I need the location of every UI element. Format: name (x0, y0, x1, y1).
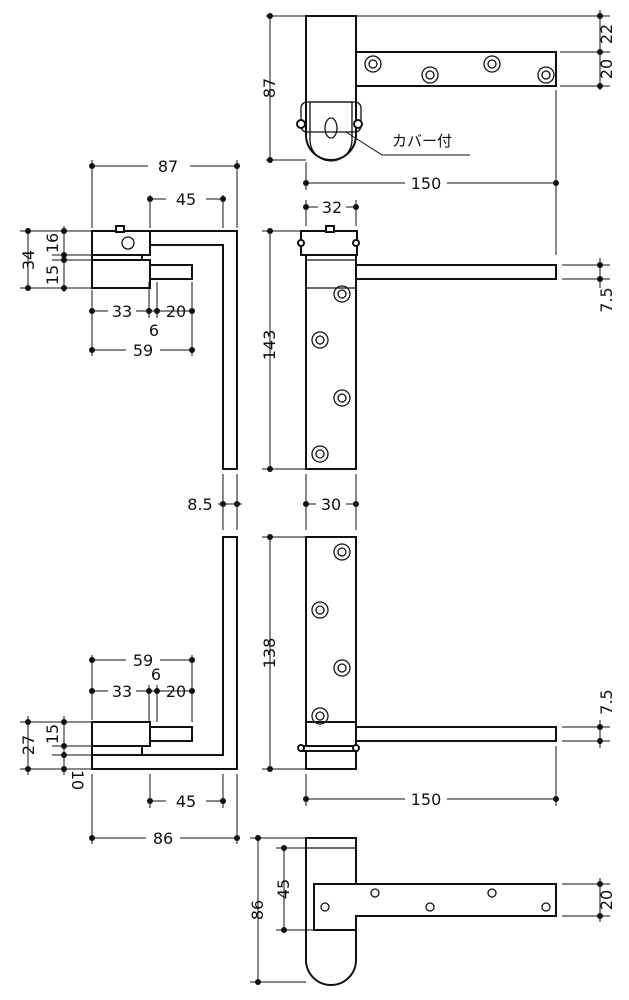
lower-h-138: 138 (260, 638, 279, 669)
upper-pivot-block (91, 230, 151, 256)
upper-pivot-cap (300, 230, 358, 256)
top-arm-screws (364, 55, 555, 84)
top-arm-plate (355, 51, 557, 87)
lower-width-150: 150 (411, 790, 442, 809)
bottom-arm-screws (320, 888, 551, 912)
gap-8-5: 8.5 (187, 495, 212, 514)
upper-pivot-column (305, 230, 357, 470)
upper-width-45: 45 (176, 190, 196, 209)
bottom-h-45: 45 (274, 879, 293, 899)
top-right-20: 20 (597, 59, 616, 79)
upper-h-34: 34 (19, 250, 38, 270)
lower-w-6: 6 (151, 665, 161, 684)
upper-h-15: 15 (43, 265, 62, 285)
lower-h-10: 10 (68, 770, 87, 790)
top-right-22: 22 (597, 24, 616, 44)
top-width-150: 150 (411, 174, 442, 193)
upper-column-screws (311, 285, 351, 463)
lower-w-59: 59 (133, 651, 153, 670)
upper-w-59: 59 (133, 341, 153, 360)
lower-pivot-base (91, 745, 143, 756)
upper-pivot-nub (115, 225, 125, 233)
lower-side-view: 138 59 6 33 20 27 15 10 (19, 534, 616, 848)
upper-w-33: 33 (112, 302, 132, 321)
gap-dimensions: 8.5 30 (187, 474, 359, 530)
upper-right-7-5: 7.5 (597, 287, 616, 312)
top-pivot-screw-left (296, 119, 306, 129)
lower-right-7-5: 7.5 (597, 689, 616, 714)
lower-column-screws (311, 543, 351, 725)
upper-pivot-arm (149, 264, 193, 280)
lower-w-33: 33 (112, 682, 132, 701)
upper-pivot-lower-block (91, 259, 151, 289)
upper-pivot-pin (91, 254, 143, 261)
upper-h-143: 143 (260, 330, 279, 361)
upper-pivot-cap-nub (325, 225, 335, 233)
upper-w-20: 20 (166, 302, 186, 321)
bottom-h-86: 86 (248, 900, 267, 920)
lower-h-27: 27 (19, 735, 38, 755)
gap-30: 30 (321, 495, 341, 514)
lower-h-15: 15 (43, 724, 62, 744)
bottom-arm-plate (313, 883, 557, 931)
upper-w-6: 6 (149, 321, 159, 340)
lower-pivot-base-cap (300, 745, 358, 752)
lower-w-20: 20 (166, 682, 186, 701)
top-plan-view: カバー付 87 22 20 150 (260, 10, 616, 255)
top-pivot-screw-right (353, 119, 363, 129)
lower-arm-bar (355, 726, 557, 742)
bottom-right-20: 20 (597, 890, 616, 910)
lower-pivot-block (91, 721, 151, 747)
bottom-plan-view: 86 45 20 (248, 835, 616, 986)
top-pivot-body (305, 15, 357, 161)
upper-width-87: 87 (158, 157, 178, 176)
top-pivot-pin (324, 117, 338, 139)
lower-pivot-arm (149, 726, 193, 742)
upper-h-16: 16 (43, 233, 62, 253)
upper-side-view: 87 45 34 16 15 33 20 6 59 (19, 157, 616, 472)
lower-width-86: 86 (153, 829, 173, 848)
cover-note-label: カバー付 (392, 132, 452, 150)
upper-width-32: 32 (322, 198, 342, 217)
top-height-87: 87 (260, 78, 279, 98)
upper-pivot-hole (121, 236, 135, 250)
top-pivot-cover (309, 101, 353, 162)
lower-w-45: 45 (176, 792, 196, 811)
lower-pivot-cap (305, 721, 357, 747)
upper-arm-bar (355, 264, 557, 280)
